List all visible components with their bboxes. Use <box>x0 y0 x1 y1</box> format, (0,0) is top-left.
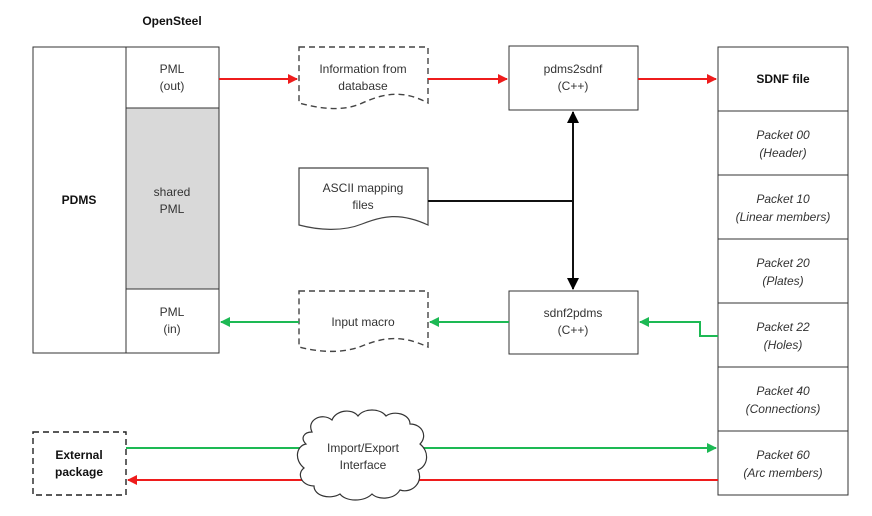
info-db-line2: database <box>338 79 388 93</box>
sdnf-file-header: SDNF file <box>756 72 810 86</box>
external-package-box: External package <box>32 431 127 496</box>
sdnf-packet-row: Packet 22 (Holes) <box>717 302 849 368</box>
opensteel-title: OpenSteel <box>142 14 201 28</box>
ascii-mapping-files-doc: ASCII mapping files <box>298 167 429 230</box>
packet-number: Packet 22 <box>756 320 810 334</box>
pml-in-box: PML (in) <box>125 288 220 354</box>
external-package-line2: package <box>55 465 103 479</box>
packet-description: (Holes) <box>764 338 803 352</box>
info-from-database-doc: Information from database <box>298 46 429 110</box>
sdnf-packet-row: Packet 10 (Linear members) <box>717 174 849 240</box>
packet-number: Packet 40 <box>756 384 810 398</box>
packet-number: Packet 20 <box>756 256 810 270</box>
pdms2sdnf-line2: (C++) <box>558 79 589 93</box>
external-package-line1: External <box>55 448 102 462</box>
shared-pml-line2: PML <box>160 202 185 216</box>
pml-out-line1: PML <box>160 62 185 76</box>
ascii-line2: files <box>352 198 373 212</box>
pdms2sdnf-box: pdms2sdnf (C++) <box>508 45 639 111</box>
input-macro-doc: Input macro <box>298 290 429 353</box>
packet-description: (Arc members) <box>743 466 822 480</box>
cloud-line2: Interface <box>340 458 387 472</box>
shared-pml-line1: shared <box>154 185 191 199</box>
sdnf2pdms-box: sdnf2pdms (C++) <box>508 290 639 355</box>
sdnf-packet-row: Packet 40 (Connections) <box>717 366 849 432</box>
sdnf2pdms-line2: (C++) <box>558 323 589 337</box>
sdnf-packet-row: Packet 00 (Header) <box>717 110 849 176</box>
arrow-sdnf-to-sdnf2pdms <box>639 317 718 337</box>
pml-out-line2: (out) <box>160 79 185 93</box>
sdnf2pdms-line1: sdnf2pdms <box>544 306 603 320</box>
packet-description: (Header) <box>759 146 806 160</box>
sdnf-packet-row: Packet 20 (Plates) <box>717 238 849 304</box>
cloud-line1: Import/Export <box>327 441 400 455</box>
packet-description: (Linear members) <box>736 210 831 224</box>
packet-number: Packet 10 <box>756 192 810 206</box>
ascii-line1: ASCII mapping <box>323 181 404 195</box>
import-export-cloud: Import/Export Interface <box>296 409 428 501</box>
pdms-block: PDMS <box>32 46 127 354</box>
pdms-label: PDMS <box>62 193 97 207</box>
pml-out-box: PML (out) <box>125 46 220 109</box>
packet-description: (Connections) <box>746 402 821 416</box>
sdnf-packet-row: Packet 60 (Arc members) <box>717 430 849 496</box>
pml-in-line2: (in) <box>163 322 180 336</box>
input-macro-label: Input macro <box>331 315 395 329</box>
info-db-line1: Information from <box>319 62 406 76</box>
pml-in-line1: PML <box>160 305 185 319</box>
sdnf-file-column: SDNF file Packet 00 (Header) Packet 10 (Lin… <box>717 46 849 496</box>
pdms2sdnf-line1: pdms2sdnf <box>544 62 603 76</box>
packet-number: Packet 60 <box>756 448 810 462</box>
shared-pml-box: shared PML <box>125 107 220 290</box>
packet-description: (Plates) <box>762 274 803 288</box>
packet-number: Packet 00 <box>756 128 810 142</box>
